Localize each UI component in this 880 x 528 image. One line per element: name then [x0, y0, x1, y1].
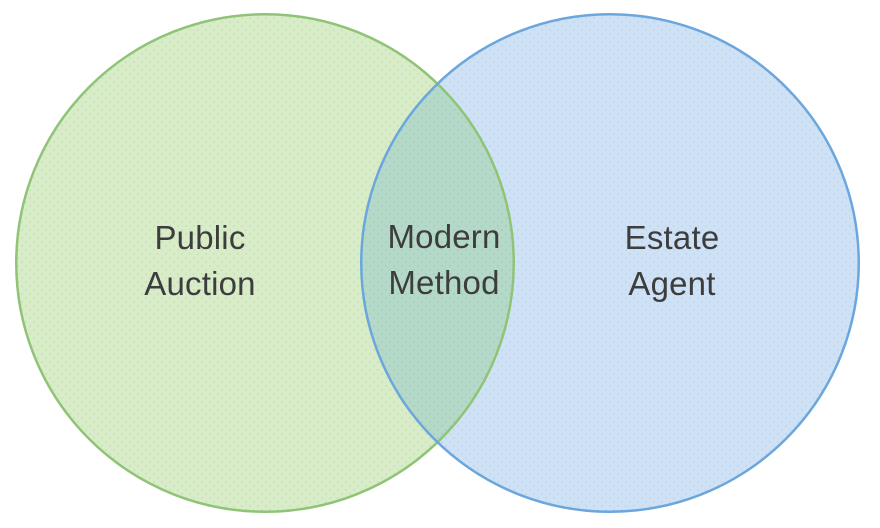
right-circle-texture — [361, 14, 859, 512]
overlap-set-label: Modern Method — [387, 214, 500, 306]
left-set-label-line2: Auction — [144, 265, 256, 302]
left-circle-outline — [15, 13, 515, 513]
left-circle-texture — [16, 14, 514, 512]
overlap-lens-texture — [361, 83, 514, 443]
left-set-label: Public Auction — [144, 215, 255, 307]
right-circle-outline — [360, 13, 860, 513]
right-set-label-line2: Agent — [628, 265, 716, 302]
overlap-set-label-line1: Modern — [387, 218, 501, 255]
right-set-label-line1: Estate — [624, 219, 720, 256]
right-set-label: Estate Agent — [625, 215, 720, 307]
overlap-set-label-line2: Method — [388, 264, 500, 301]
left-set-label-line1: Public — [154, 219, 246, 256]
